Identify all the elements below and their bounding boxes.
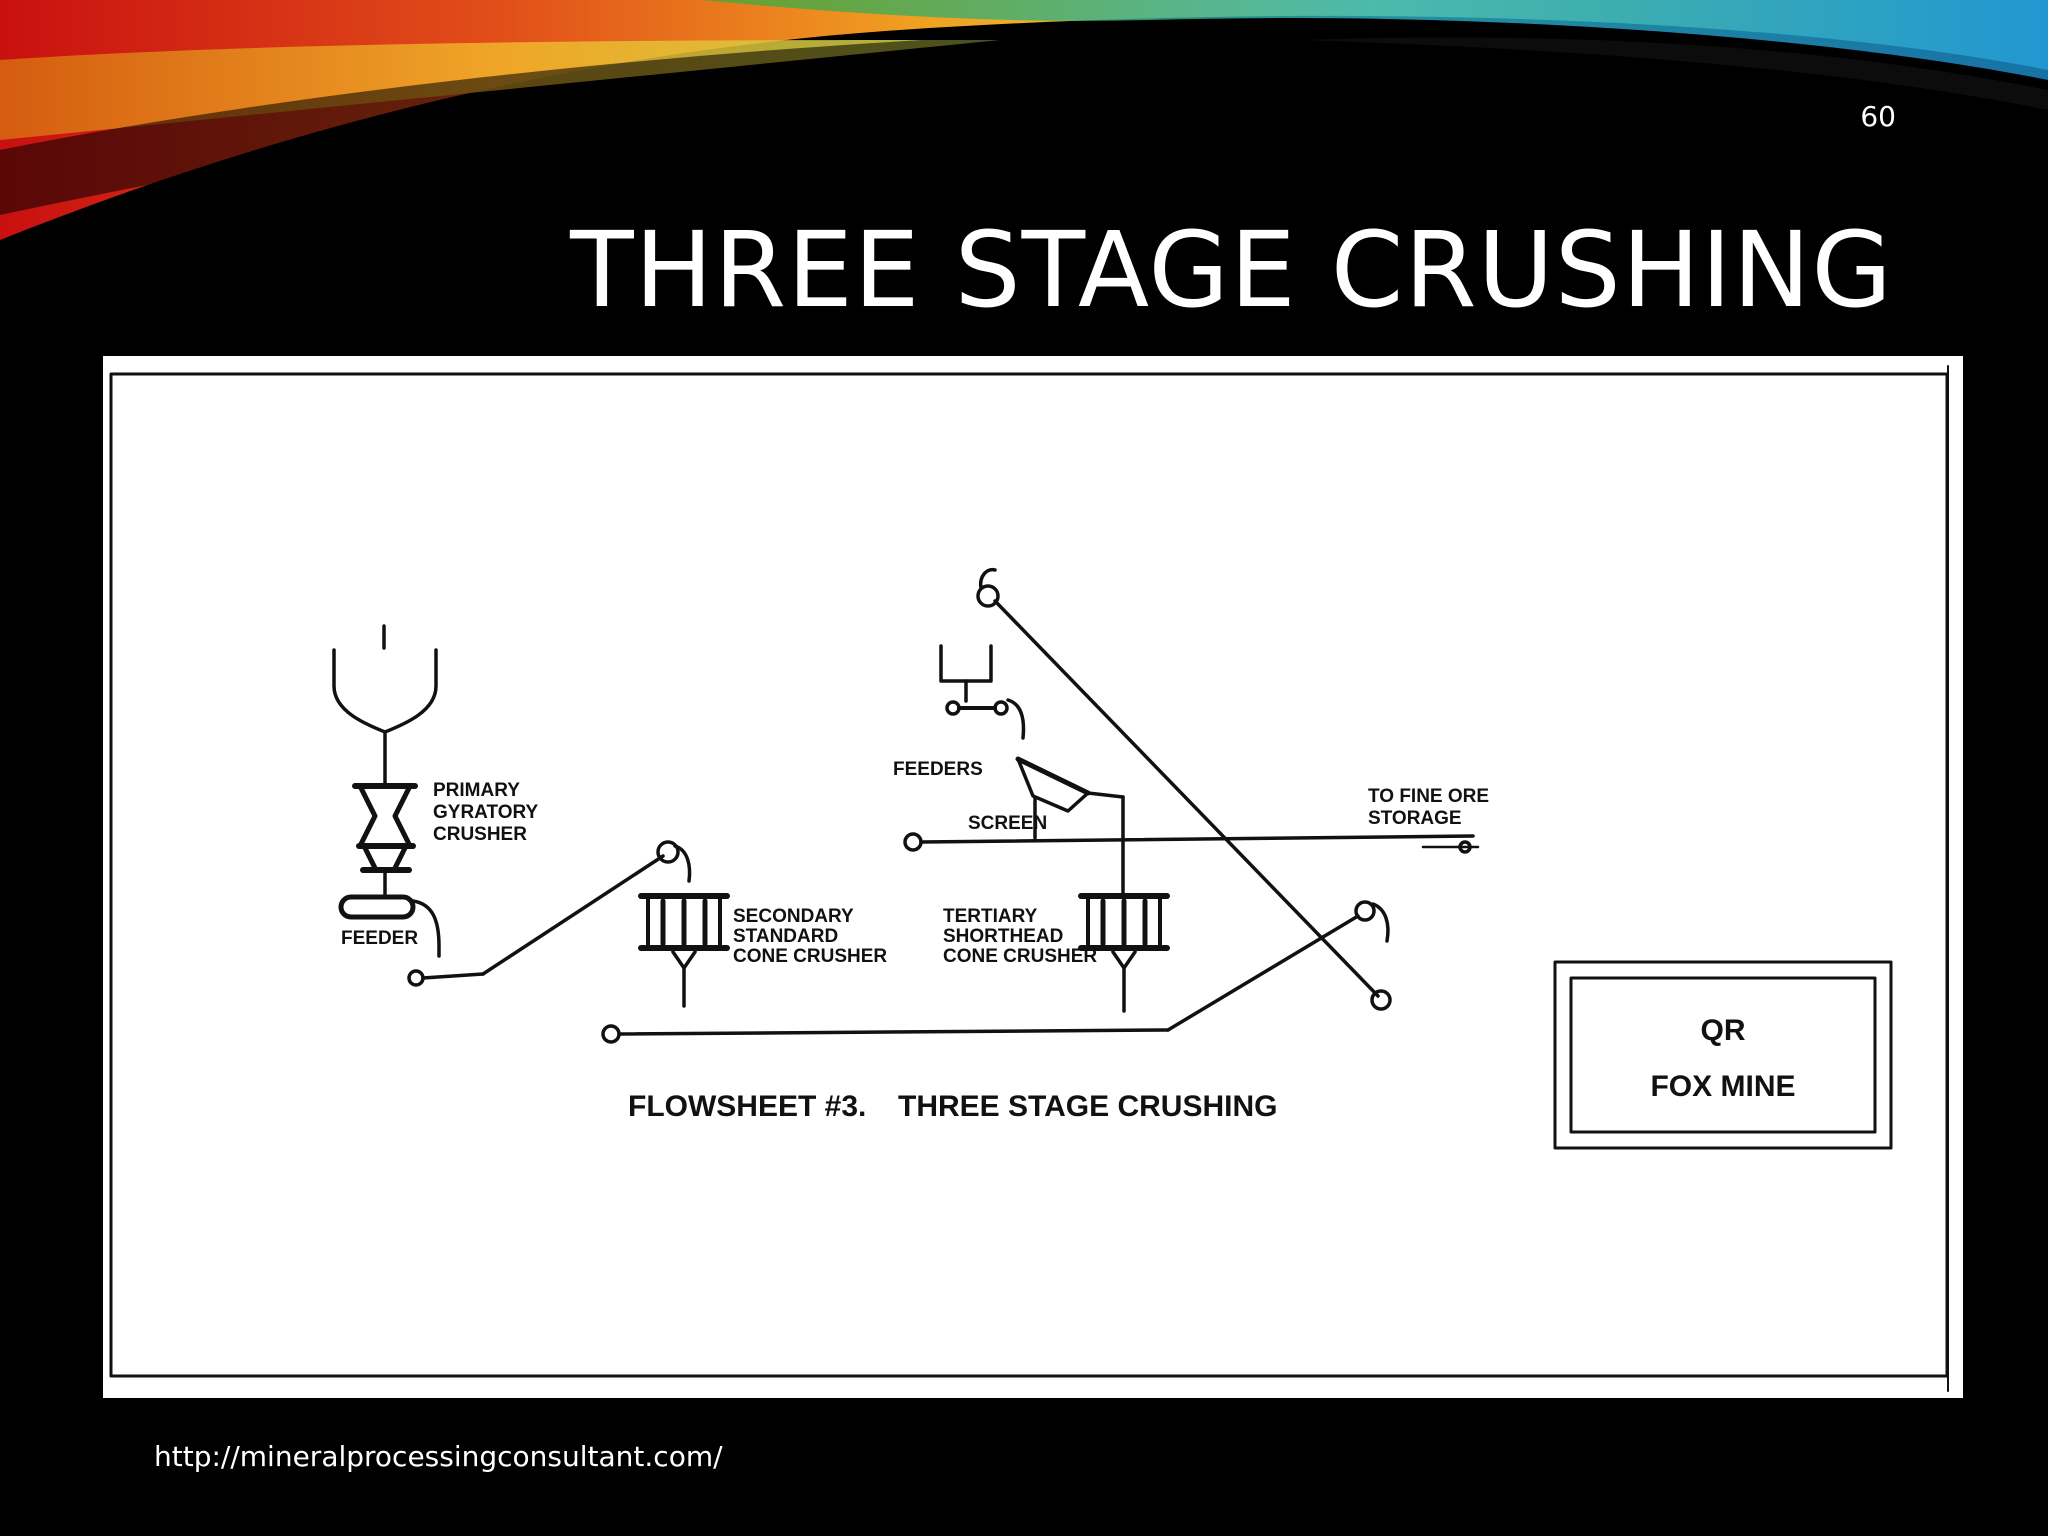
slide-title: THREE STAGE CRUSHING [570,209,1893,331]
label-secondary-1: SECONDARY [733,906,854,927]
label-fine-ore-1: TO FINE ORE [1368,786,1489,807]
label-secondary-3: CONE CRUSHER [733,946,887,967]
label-tertiary-3: CONE CRUSHER [943,946,1097,967]
slide-number: 60 [1860,100,1896,133]
label-screen: SCREEN [968,813,1047,834]
flowsheet-diagram: PRIMARY GYRATORY CRUSHER FEEDER SECONDAR… [109,365,1949,1392]
decorative-swoosh-banner [0,0,2048,240]
label-primary-2: GYRATORY [433,802,539,823]
gyratory-crusher-icon [352,783,418,898]
label-tertiary-1: TERTIARY [943,906,1038,927]
feeder-icon [338,894,441,958]
screen-icon [1015,756,1125,898]
secondary-cone-crusher-icon [638,893,730,1008]
caption-flowsheet-number: FLOWSHEET #3. [628,1090,866,1123]
label-fine-ore-2: STORAGE [1368,808,1462,829]
label-feeders: FEEDERS [893,759,983,780]
label-tertiary-2: SHORTHEAD [943,926,1063,947]
company-name-line1: QR [1701,1014,1746,1047]
label-primary-3: CRUSHER [433,824,527,845]
company-box [1553,960,1893,1150]
conveyor-4-fine-ore [903,832,1480,854]
company-name-line2: FOX MINE [1650,1070,1795,1103]
label-primary-1: PRIMARY [433,780,520,801]
tertiary-cone-crusher-icon [1078,893,1170,1013]
flowsheet-figure: PRIMARY GYRATORY CRUSHER FEEDER SECONDAR… [103,356,1963,1398]
caption-flowsheet-title: THREE STAGE CRUSHING [898,1090,1277,1123]
conveyor-3-inclined [976,567,1392,1011]
source-url[interactable]: http://mineralprocessingconsultant.com/ [154,1440,723,1473]
primary-bin-icon [332,624,438,786]
fine-ore-bin-icon [939,644,1026,740]
conveyor-2 [601,900,1390,1044]
conveyor-1 [407,840,692,987]
label-secondary-2: STANDARD [733,926,838,947]
label-feeder: FEEDER [341,928,418,949]
